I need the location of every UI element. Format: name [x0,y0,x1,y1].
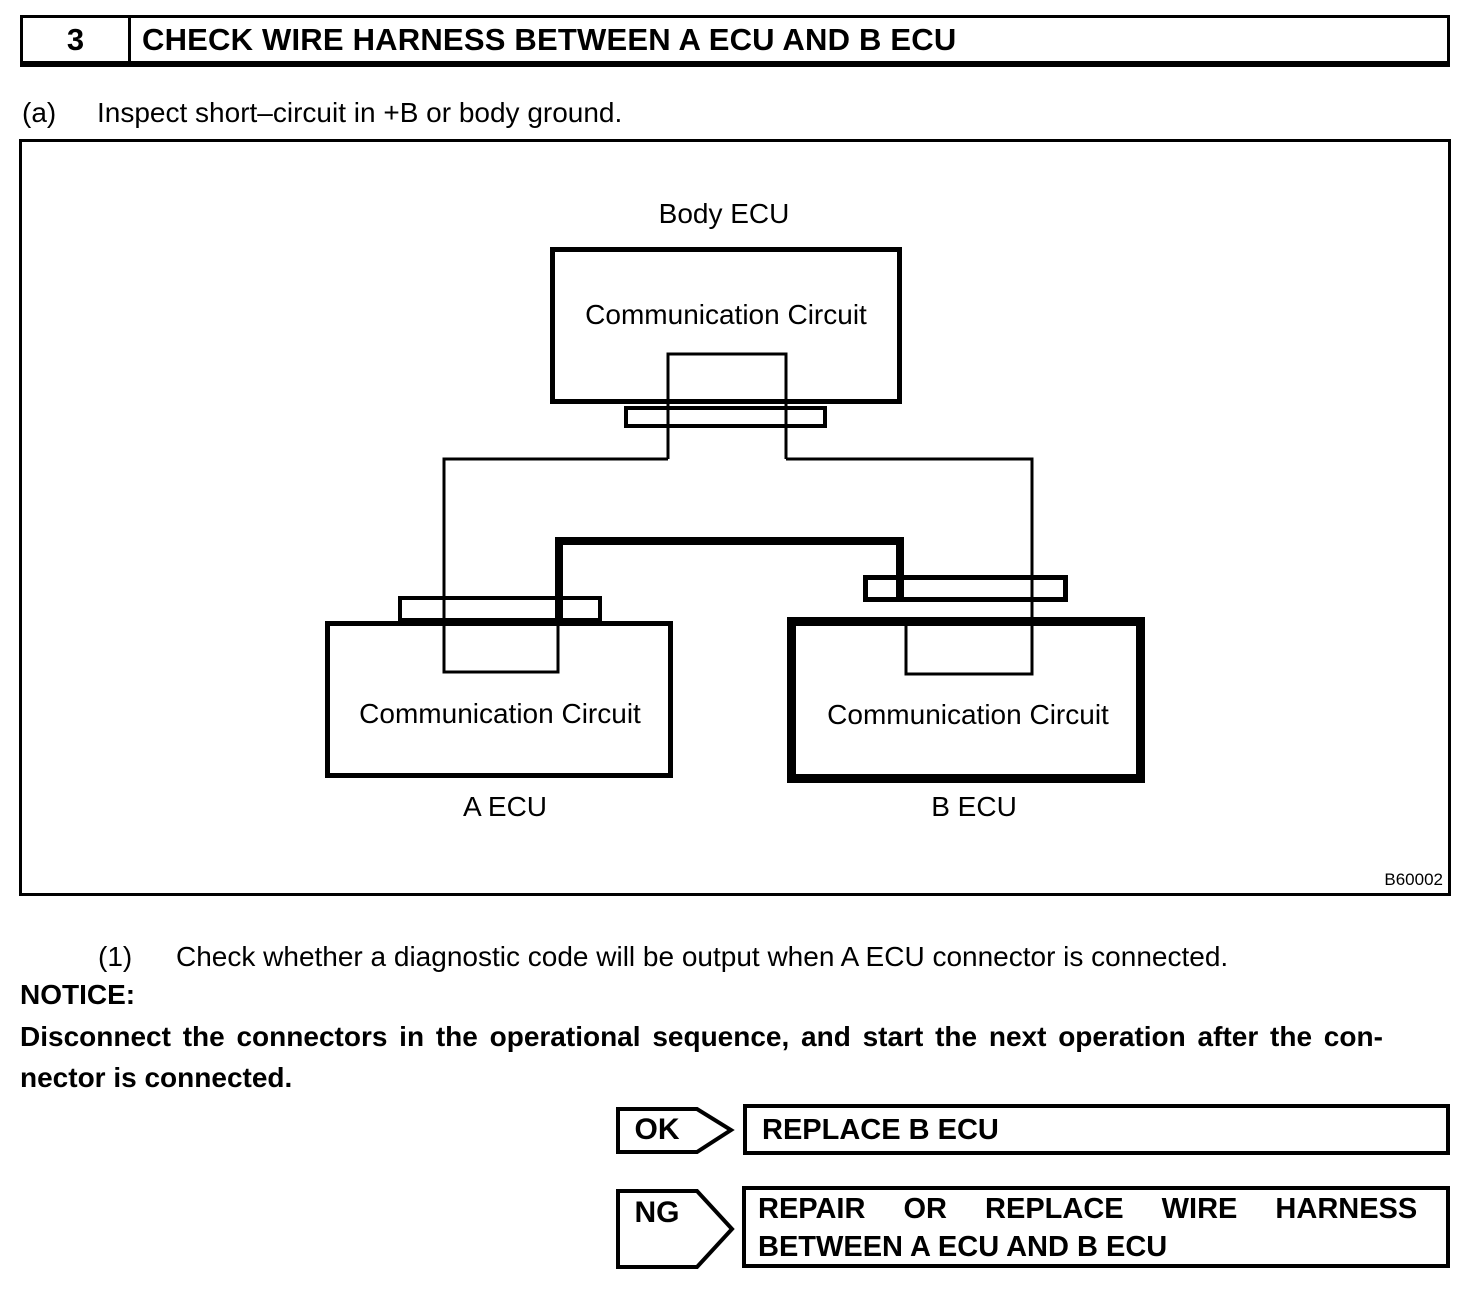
body-ecu-label: Body ECU [658,198,790,229]
b-ecu-box [787,617,1145,783]
instruction-a-text: Inspect short–circuit in +B or body grou… [97,97,623,128]
instruction-1-label: (1) [98,941,133,972]
ng-action-text-line2: BETWEEN A ECU AND B ECU [758,1231,1168,1263]
wire-body-to-b-ecu [786,457,1034,676]
step-header: 3 CHECK WIRE HARNESS BETWEEN A ECU AND B… [20,15,1450,67]
notice-heading: NOTICE: [20,979,136,1010]
body-ecu-circuit-text: Communication Circuit [585,299,867,330]
ng-arrow-shape [616,1189,735,1269]
instruction-a-label: (a) [22,97,57,128]
b-ecu-circuit-text: Communication Circuit [827,699,1109,730]
ok-action-text: REPLACE B ECU [762,1114,999,1146]
a-ecu-circuit-text: Communication Circuit [359,698,641,729]
a-ecu-connector [398,596,602,622]
ng-action-box [742,1186,1450,1268]
b-ecu-connector [863,575,1068,602]
figure-frame [19,139,1451,896]
body-ecu-box [550,247,902,404]
ok-arrow-shape [616,1107,735,1154]
b-ecu-label: B ECU [931,791,1017,822]
a-ecu-box [325,621,673,778]
ng-verdict-label: NG [634,1196,680,1229]
instruction-a: (a) Inspect short–circuit in +B or body … [22,97,623,128]
instruction-1-text: Check whether a diagnostic code will be … [176,941,1229,972]
body-ecu-connector [624,406,827,428]
notice-text-line1: Disconnect the connectors in the operati… [20,1021,1383,1052]
step-title: CHECK WIRE HARNESS BETWEEN A ECU AND B E… [142,21,957,57]
step-number: 3 [23,18,131,61]
ok-verdict-label: OK [634,1113,680,1146]
a-ecu-label: A ECU [462,791,548,822]
ok-action-box [743,1104,1450,1155]
figure-code: B60002 [1384,870,1443,889]
wire-body-to-a-ecu [442,457,668,674]
notice-text-line2: nector is connected. [20,1062,293,1093]
wire-a-ecu-to-b-ecu-thick [555,537,904,622]
instruction-1: (1) Check whether a diagnostic code will… [98,941,1229,972]
ng-action-text-line1: REPAIR OR REPLACE WIRE HARNESS [758,1193,1418,1225]
